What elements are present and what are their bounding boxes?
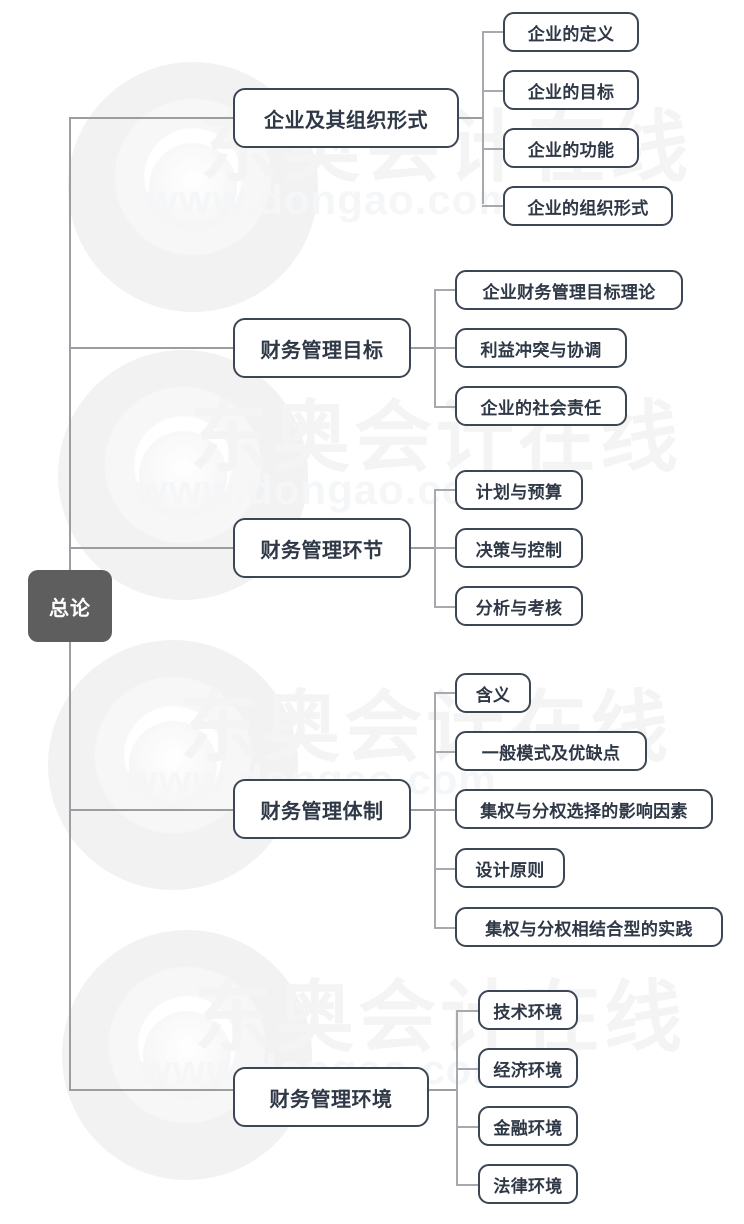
branch-node-5[interactable]: 财务管理环境 xyxy=(233,1067,429,1127)
leaf-node[interactable]: 计划与预算 xyxy=(455,470,583,510)
branch-1-child-4-connector xyxy=(482,205,504,207)
branch-1-stem-connector xyxy=(459,117,483,119)
branch-4-child-3-connector xyxy=(434,809,456,811)
leaf-node[interactable]: 分析与考核 xyxy=(455,586,583,626)
leaf-node[interactable]: 利益冲突与协调 xyxy=(455,328,627,368)
branch-node-1[interactable]: 企业及其组织形式 xyxy=(233,88,459,148)
leaf-node[interactable]: 经济环境 xyxy=(478,1048,578,1088)
branch-1-child-1-connector xyxy=(482,31,504,33)
branch-node-4[interactable]: 财务管理体制 xyxy=(233,779,411,839)
branch-2-bus-connector xyxy=(434,290,436,408)
branch-3-child-2-connector xyxy=(434,547,456,549)
watermark-logo xyxy=(62,930,312,1180)
branch-4-bus-connector xyxy=(434,693,436,929)
branch-5-child-1-connector xyxy=(456,1010,478,1012)
leaf-node[interactable]: 一般模式及优缺点 xyxy=(455,731,647,771)
branch-4-child-4-connector xyxy=(434,868,456,870)
branch-node-3[interactable]: 财务管理环节 xyxy=(233,518,411,578)
leaf-node[interactable]: 设计原则 xyxy=(455,848,565,888)
watermark-url-text: www.dongao.com xyxy=(145,176,517,223)
branch-4-child-5-connector xyxy=(434,927,456,929)
leaf-node[interactable]: 金融环境 xyxy=(478,1106,578,1146)
leaf-node[interactable]: 技术环境 xyxy=(478,990,578,1030)
leaf-node[interactable]: 法律环境 xyxy=(478,1164,578,1204)
branch-5-child-2-connector xyxy=(456,1068,478,1070)
leaf-node[interactable]: 企业的社会责任 xyxy=(455,386,627,426)
branch-5-stem-connector xyxy=(429,1089,457,1091)
branch-1-child-2-connector xyxy=(482,90,504,92)
watermark-brand-text: 东奥会计在线 xyxy=(194,973,687,1063)
branch-5-child-3-connector xyxy=(456,1126,478,1128)
branch-3-child-3-connector xyxy=(434,606,456,608)
branch-5-child-4-connector xyxy=(456,1184,478,1186)
branch-node-2[interactable]: 财务管理目标 xyxy=(233,318,411,378)
spine-to-branch-5-connector xyxy=(69,1089,234,1091)
leaf-node[interactable]: 决策与控制 xyxy=(455,528,583,568)
branch-3-child-1-connector xyxy=(434,489,456,491)
leaf-node[interactable]: 企业的组织形式 xyxy=(503,186,673,226)
leaf-node[interactable]: 企业的目标 xyxy=(503,70,639,110)
branch-4-stem-connector xyxy=(411,809,435,811)
spine-to-branch-2-connector xyxy=(69,347,234,349)
spine-to-branch-1-connector xyxy=(69,117,234,119)
branch-4-child-1-connector xyxy=(434,692,456,694)
branch-2-child-1-connector xyxy=(434,289,456,291)
branch-3-stem-connector xyxy=(411,547,435,549)
leaf-node[interactable]: 含义 xyxy=(455,673,531,713)
branch-4-child-2-connector xyxy=(434,751,456,753)
leaf-node[interactable]: 集权与分权选择的影响因素 xyxy=(455,789,713,829)
spine-to-branch-4-connector xyxy=(69,809,234,811)
root-node[interactable]: 总论 xyxy=(28,570,112,642)
branch-3-bus-connector xyxy=(434,490,436,608)
leaf-node[interactable]: 企业财务管理目标理论 xyxy=(455,270,683,310)
branch-2-child-2-connector xyxy=(434,347,456,349)
watermark-logo xyxy=(48,640,298,890)
spine-to-branch-3-connector xyxy=(69,547,234,549)
branch-5-bus-connector xyxy=(456,1011,458,1186)
branch-1-child-3-connector xyxy=(482,148,504,150)
branch-1-bus-connector xyxy=(482,32,484,204)
leaf-node[interactable]: 企业的功能 xyxy=(503,128,639,168)
leaf-node[interactable]: 集权与分权相结合型的实践 xyxy=(455,907,723,947)
branch-2-child-3-connector xyxy=(434,406,456,408)
branch-2-stem-connector xyxy=(411,347,435,349)
leaf-node[interactable]: 企业的定义 xyxy=(503,12,639,52)
